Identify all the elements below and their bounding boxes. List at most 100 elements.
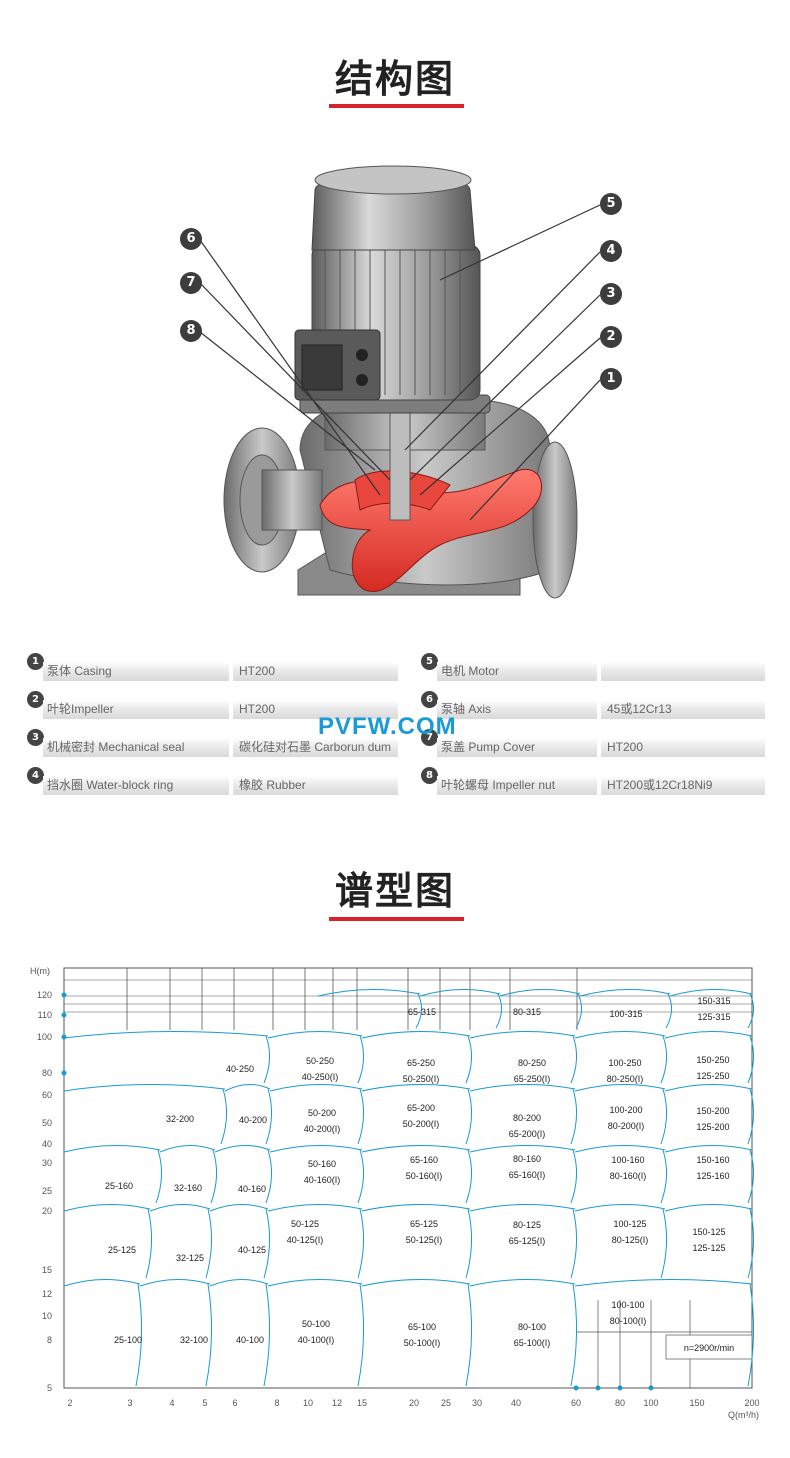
spec-material: 碳化硅对石墨 Carborun dum — [233, 738, 398, 757]
region-top-curve — [499, 989, 581, 997]
pump-model-label: 150-160 — [696, 1155, 729, 1165]
region-top-curve — [214, 1145, 271, 1153]
region-top-curve — [469, 1030, 576, 1039]
title-underline — [329, 104, 464, 108]
region-side-curve — [465, 1088, 472, 1145]
region-side-curve — [465, 1283, 473, 1387]
pump-model-label: 65-100 — [408, 1322, 436, 1332]
pump-model-label: 32-160 — [174, 1183, 202, 1193]
region-side-curve — [357, 1208, 365, 1279]
y-tick-label: 15 — [42, 1265, 52, 1275]
spec-number: 8 — [421, 767, 438, 784]
region-top-curve — [664, 1031, 753, 1039]
spec-material: HT200或12Cr18Ni9 — [601, 776, 765, 795]
region-top-curve — [361, 1030, 471, 1039]
region-top-curve — [469, 1278, 576, 1287]
pump-model-label: 50-160(I) — [406, 1171, 443, 1181]
spec-number: 1 — [27, 653, 44, 670]
pump-model-label: 40-200 — [239, 1115, 267, 1125]
x-tick-label: 4 — [169, 1398, 174, 1408]
x-tick-label: 6 — [232, 1398, 237, 1408]
region-side-curve — [747, 1149, 754, 1204]
region-top-curve — [139, 1278, 211, 1287]
spec-number: 4 — [27, 767, 44, 784]
region-side-curve — [357, 1149, 364, 1204]
spec-number: 3 — [27, 729, 44, 746]
region-top-curve — [209, 1279, 269, 1287]
x-tick-dot — [573, 1385, 579, 1391]
y-tick-label: 30 — [42, 1158, 52, 1168]
region-top-curve — [579, 989, 671, 997]
region-top-curve — [669, 989, 753, 997]
region-side-curve — [263, 1208, 271, 1279]
region-side-curve — [265, 1088, 272, 1145]
pump-model-label: 50-160 — [308, 1159, 336, 1169]
region-side-curve — [263, 1035, 270, 1084]
callout-5: 5 — [600, 193, 622, 215]
y-tick-label: 50 — [42, 1118, 52, 1128]
x-tick-label: 100 — [643, 1398, 658, 1408]
region-top-curve — [574, 1145, 666, 1153]
region-top-curve — [267, 1279, 363, 1287]
region-side-curve — [665, 993, 672, 1029]
spec-material: 45或12Cr13 — [601, 700, 765, 719]
region-top-curve — [361, 1278, 471, 1287]
pump-model-label: 32-125 — [176, 1253, 204, 1263]
region-side-curve — [205, 1208, 213, 1279]
pump-model-label: 32-100 — [180, 1335, 208, 1345]
pump-model-label: 80-125 — [513, 1220, 541, 1230]
region-top-curve — [63, 1278, 141, 1287]
pump-model-label: 65-160(I) — [509, 1170, 546, 1180]
pump-model-label: 80-250 — [518, 1058, 546, 1068]
y-tick-label: 5 — [47, 1383, 52, 1393]
pump-model-label: 50-250 — [306, 1056, 334, 1066]
region-side-curve — [747, 1088, 754, 1145]
pump-model-label: 80-160(I) — [610, 1171, 647, 1181]
region-side-curve — [145, 1208, 153, 1279]
pump-model-label: 100-250 — [608, 1058, 641, 1068]
region-top-curve — [159, 1145, 216, 1153]
pump-model-label: 125-160 — [696, 1171, 729, 1181]
region-side-curve — [660, 1208, 668, 1279]
pump-model-label: 25-125 — [108, 1245, 136, 1255]
spec-material: HT200 — [601, 738, 765, 757]
x-tick-label: 40 — [511, 1398, 521, 1408]
pump-model-label: 80-160 — [513, 1154, 541, 1164]
spec-number: 5 — [421, 653, 438, 670]
pump-model-label: 80-100(I) — [610, 1316, 647, 1326]
pump-model-label: 40-125 — [238, 1245, 266, 1255]
region-top-curve — [63, 1145, 161, 1153]
region-top-curve — [574, 1031, 666, 1039]
y-tick-label: 100 — [37, 1032, 52, 1042]
region-side-curve — [263, 1283, 271, 1387]
x-tick-label: 60 — [571, 1398, 581, 1408]
pump-model-label: 80-200(I) — [608, 1121, 645, 1131]
region-side-curve — [747, 1208, 755, 1279]
pump-model-label: 150-250 — [696, 1055, 729, 1065]
region-side-curve — [570, 1035, 577, 1084]
region-side-curve — [575, 993, 582, 1029]
pump-model-label: 32-200 — [166, 1114, 194, 1124]
region-side-curve — [465, 1208, 473, 1279]
x-tick-label: 2 — [67, 1398, 72, 1408]
callout-2: 2 — [600, 326, 622, 348]
spec-part-name: 泵体 Casing — [43, 662, 229, 681]
spec-part-name: 机械密封 Mechanical seal — [43, 738, 229, 757]
region-side-curve — [570, 1283, 578, 1387]
region-top-curve — [269, 1084, 363, 1092]
pump-model-label: 80-125(I) — [612, 1235, 649, 1245]
region-top-curve — [361, 1203, 471, 1212]
pump-model-label: 40-100 — [236, 1335, 264, 1345]
x-tick-label: 150 — [689, 1398, 704, 1408]
region-top-curve — [209, 1204, 269, 1212]
pump-model-label: 50-200 — [308, 1108, 336, 1118]
region-side-curve — [747, 993, 754, 1029]
callout-3: 3 — [600, 283, 622, 305]
region-top-curve — [469, 1083, 576, 1092]
pump-model-label: 40-160(I) — [304, 1175, 341, 1185]
title-underline — [329, 917, 464, 921]
region-side-curve — [210, 1149, 217, 1204]
spec-part-name: 泵轴 Axis — [437, 700, 597, 719]
pump-model-label: 40-250(I) — [302, 1072, 339, 1082]
pump-model-label: 100-200 — [609, 1105, 642, 1115]
